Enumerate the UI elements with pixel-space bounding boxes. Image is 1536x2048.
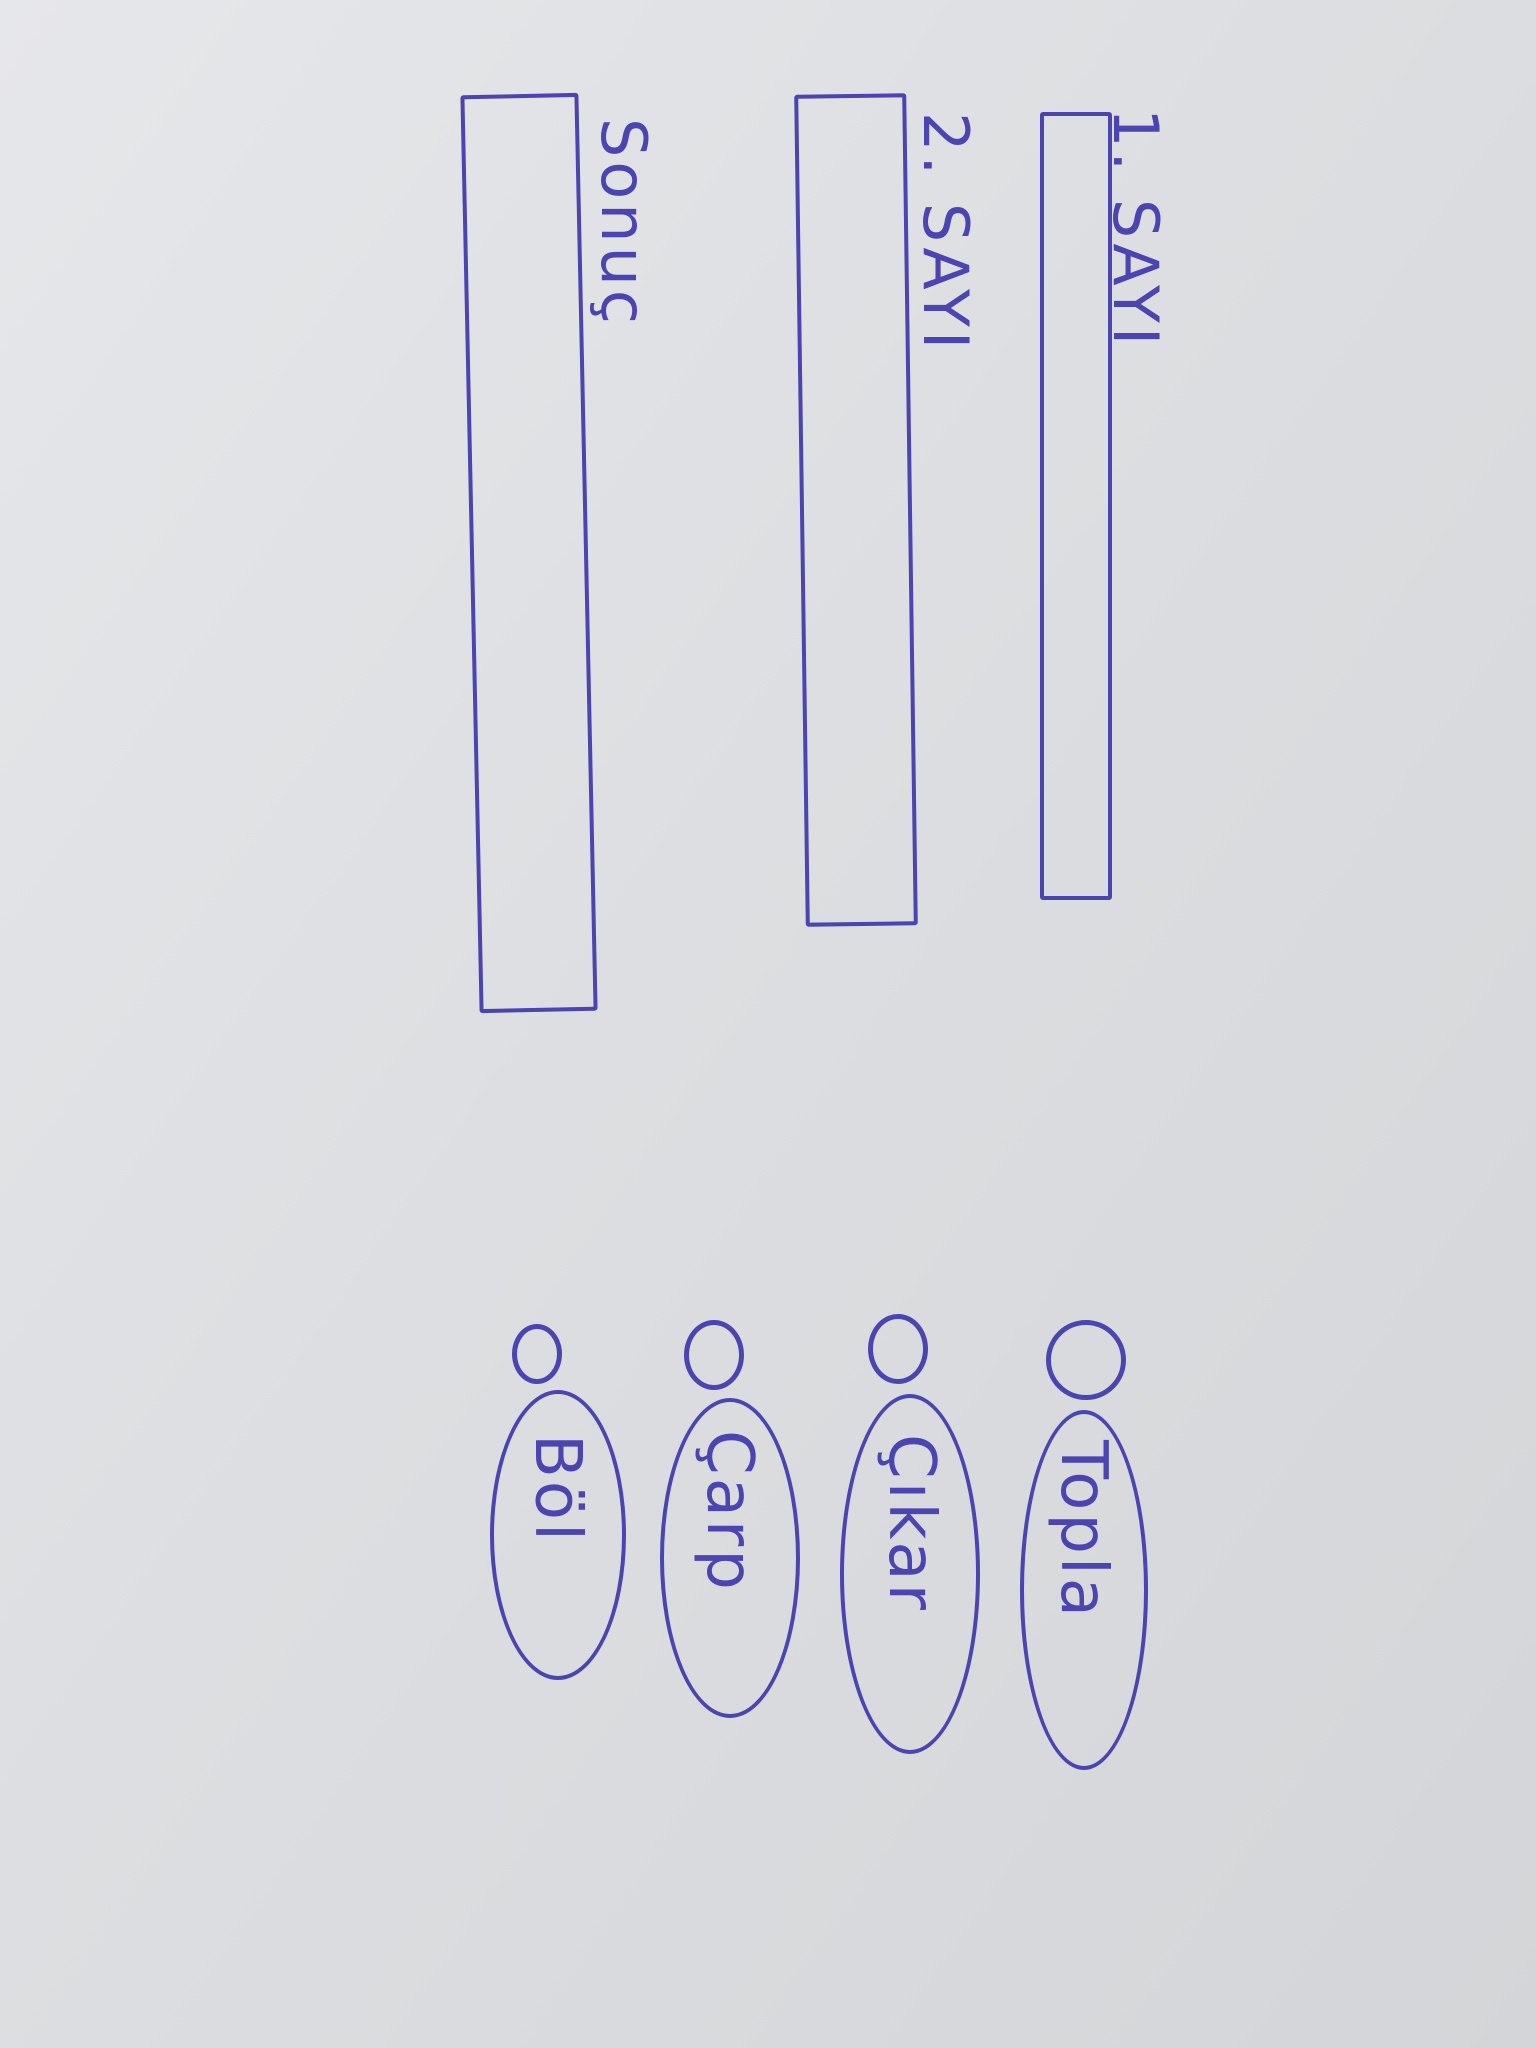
add-option-label: Topla xyxy=(1046,1440,1120,1620)
multiply-option-outline xyxy=(660,1398,800,1718)
subtract-option-outline xyxy=(840,1394,980,1754)
first-number-input[interactable] xyxy=(1040,112,1112,900)
second-number-input[interactable] xyxy=(794,93,918,927)
result-label: Sonuç xyxy=(587,118,660,328)
add-radio[interactable] xyxy=(1046,1320,1126,1400)
operation-option-add[interactable]: Topla xyxy=(1020,1320,1170,1780)
subtract-option-label: Çıkar xyxy=(874,1434,948,1613)
operation-option-multiply[interactable]: Çarp xyxy=(660,1320,810,1740)
divide-option-label: Böl xyxy=(520,1434,594,1544)
result-output xyxy=(460,92,598,1014)
divide-radio[interactable] xyxy=(512,1324,562,1384)
operation-option-subtract[interactable]: Çıkar xyxy=(840,1314,990,1774)
multiply-radio[interactable] xyxy=(684,1320,744,1390)
operation-option-divide[interactable]: Böl xyxy=(490,1324,630,1704)
second-number-label: 2. SAYI xyxy=(909,112,982,354)
multiply-option-label: Çarp xyxy=(692,1430,766,1593)
subtract-radio[interactable] xyxy=(868,1314,928,1384)
divide-option-outline xyxy=(490,1390,626,1680)
add-option-outline xyxy=(1020,1410,1148,1770)
